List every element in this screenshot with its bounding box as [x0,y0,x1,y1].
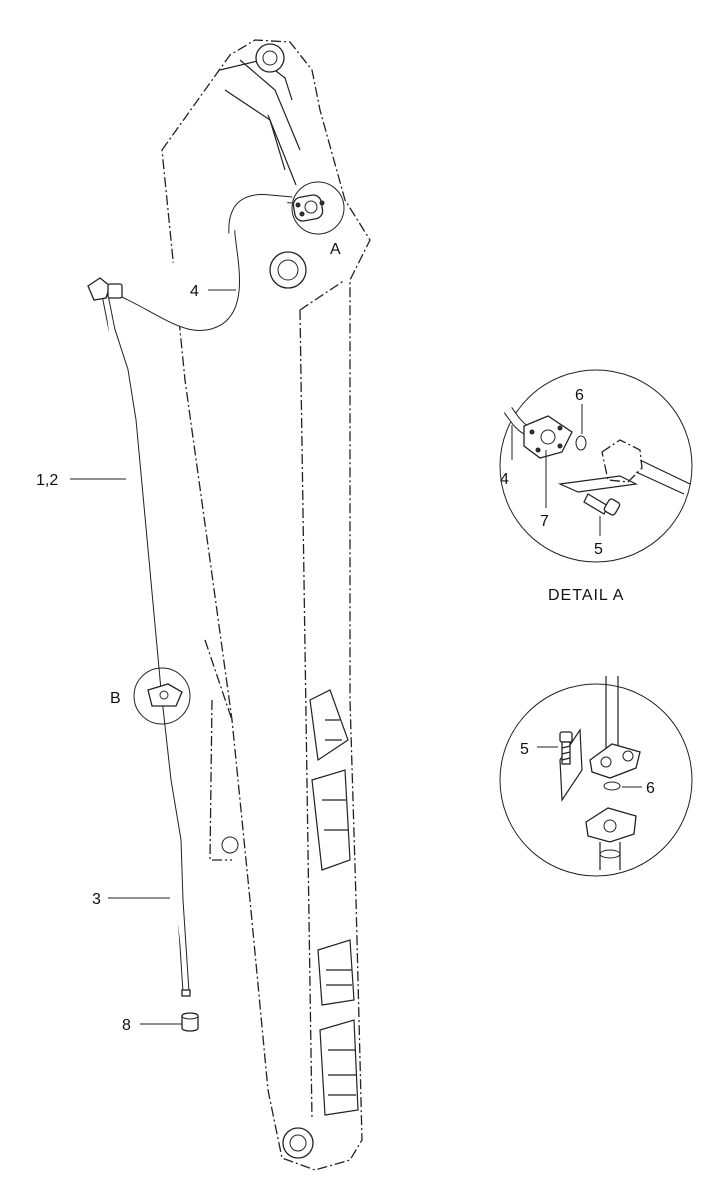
detail-a-callout [291,181,345,235]
detail-a-caption: DETAIL A [548,587,624,604]
clamp-b [133,667,191,725]
label-detail-b-5: 5 [520,741,529,758]
label-detail-a-7: 7 [540,513,549,530]
pipe-elbow-fitting [87,277,123,301]
leader-lines [70,289,642,1025]
label-detail-a-4: 4 [500,471,509,488]
label-detail-a-ref: A [330,241,341,258]
label-detail-b-6: 6 [646,780,655,797]
boom-outline [161,39,371,1171]
label-detail-a-6: 6 [575,387,584,404]
fitting-8 [181,1012,199,1032]
hose-4 [116,193,293,331]
label-pipe-1-2: 1,2 [36,472,58,489]
label-fitting-8: 8 [122,1017,131,1034]
detail-b [499,676,693,877]
pipe-3 [181,989,191,997]
pipe-1-2 [100,289,190,993]
detail-a [499,369,693,563]
label-detail-b-ref: B [110,690,121,707]
label-pipe-3: 3 [92,891,101,908]
label-hose-4: 4 [190,283,199,300]
label-detail-a-5: 5 [594,541,603,558]
